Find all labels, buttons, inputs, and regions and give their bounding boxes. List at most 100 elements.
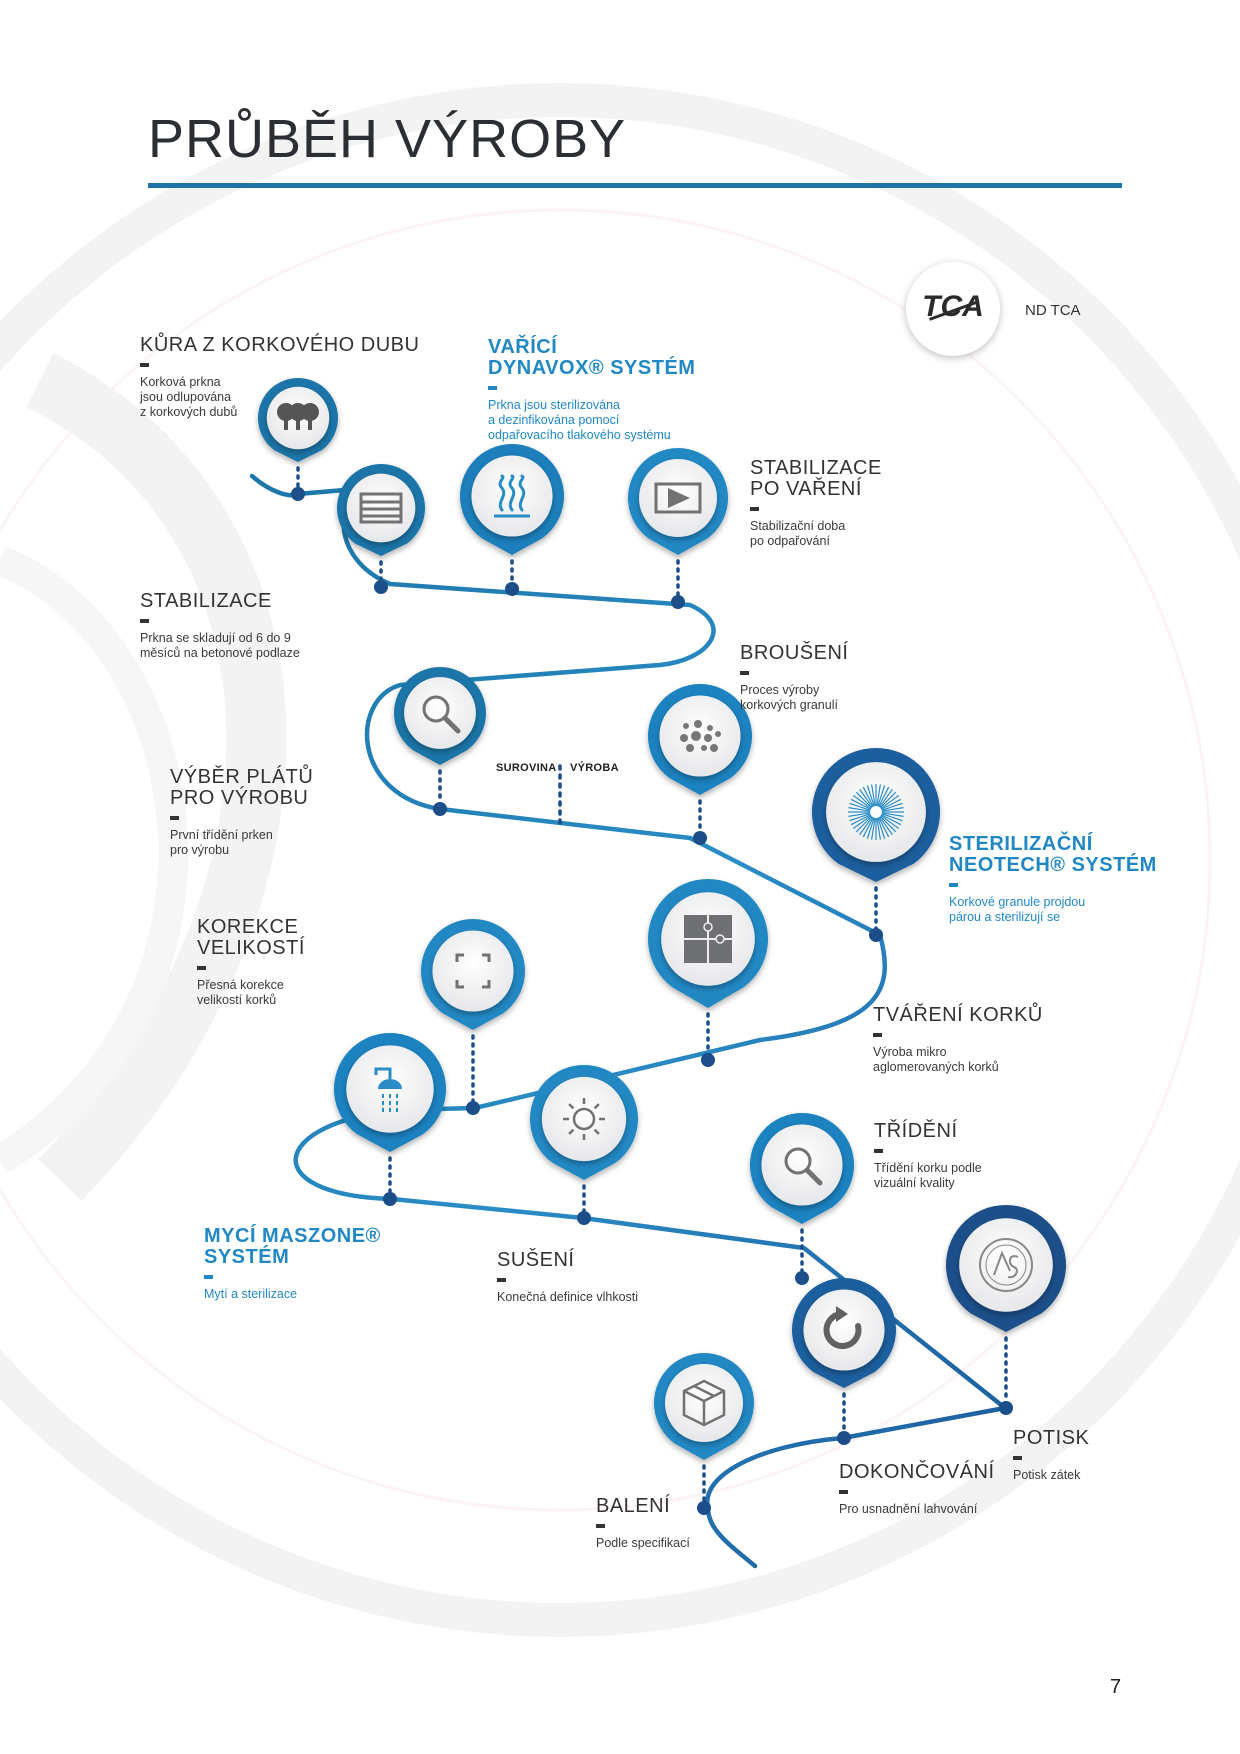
step-desc: Potisk zátek: [1013, 1468, 1081, 1482]
page-number: 7: [1110, 1676, 1122, 1698]
trees-icon: [277, 403, 319, 430]
pin-face: [803, 1289, 885, 1371]
path-node: [383, 1192, 397, 1206]
process-pin: [460, 444, 564, 596]
process-pin: [812, 748, 940, 942]
process-path: [249, 473, 1011, 1569]
step-desc: Prkna jsou sterilizována a dezinfikována…: [488, 398, 671, 442]
step-vyber-platu: VÝBĚR PLÁTŮ PRO VÝROBU První třídění prk…: [170, 767, 313, 858]
step-title: BALENÍ: [596, 1495, 671, 1517]
step-dash: [497, 1278, 506, 1282]
magnifier-icon: [784, 1147, 823, 1186]
step-title: STABILIZACE: [140, 590, 272, 612]
step-dynavox: VAŘÍCÍ DYNAVOX® SYSTÉM Prkna jsou steril…: [488, 337, 695, 443]
path-node: [671, 595, 685, 609]
step-trideni: TŘÍDĚNÍ Třídění korku podle vizuální kva…: [874, 1121, 982, 1191]
path-node: [291, 487, 305, 501]
path-node: [374, 580, 388, 594]
puzzle-icon: [684, 915, 732, 963]
step-title: SUŠENÍ: [497, 1249, 575, 1271]
step-desc: První třídění prken pro výrobu: [170, 828, 273, 857]
pin-face: [404, 677, 476, 749]
pin-face: [432, 930, 514, 1012]
step-dash: [170, 816, 179, 820]
process-pin: [946, 1205, 1066, 1415]
step-title: KŮRA Z KORKOVÉHO DUBU: [140, 334, 420, 356]
steam-icon: [494, 474, 530, 518]
refresh-icon: [823, 1306, 862, 1349]
step-title: POTISK: [1013, 1427, 1090, 1449]
step-dash: [1013, 1456, 1022, 1460]
step-dash: [596, 1524, 605, 1528]
step-potisk: POTISK Potisk zátek: [1013, 1428, 1089, 1483]
tca-label: ND TCA: [1025, 302, 1081, 319]
step-dokoncovani: DOKONČOVÁNÍ Pro usnadnění lahvování: [839, 1462, 995, 1517]
divider-right-label: VÝROBA: [570, 762, 619, 774]
process-pin: [792, 1277, 896, 1445]
step-tvareni: TVÁŘENÍ KORKŮ Výroba mikro aglomerovanýc…: [873, 1005, 1043, 1075]
path-node: [869, 928, 883, 942]
divider-left-label: SUROVINA: [496, 762, 557, 774]
step-dash: [140, 363, 149, 367]
path-node: [697, 1501, 711, 1515]
step-kura: KŮRA Z KORKOVÉHO DUBU Korková prkna jsou…: [140, 335, 419, 420]
resize-icon: [455, 953, 491, 989]
step-desc: Konečná definice vlhkosti: [497, 1290, 639, 1304]
process-pin: [394, 667, 486, 816]
process-pin: [653, 1352, 754, 1515]
step-desc: Třídění korku podle vizuální kvality: [874, 1161, 982, 1190]
page-title: PRŮBĚH VÝROBY: [148, 109, 627, 169]
step-desc: Mytí a sterilizace: [204, 1287, 298, 1301]
step-suseni: SUŠENÍ Konečná definice vlhkosti: [497, 1250, 638, 1305]
step-stabilizace-po-vareni: STABILIZACE PO VAŘENÍ Stabilizační doba …: [750, 458, 882, 549]
step-desc: Korková prkna jsou odlupována z korkovýc…: [140, 375, 238, 419]
step-title: STABILIZACE PO VAŘENÍ: [750, 457, 882, 500]
stack-icon: [654, 482, 702, 514]
step-dash: [873, 1033, 882, 1037]
shower-icon: [374, 1067, 402, 1112]
sun-icon: [563, 1098, 605, 1140]
step-title: BROUŠENÍ: [740, 642, 849, 664]
process-pin: [258, 378, 338, 501]
path-node: [505, 582, 519, 596]
step-desc: Korkové granule projdou párou a steriliz…: [949, 895, 1086, 924]
step-dash: [197, 966, 206, 970]
process-pin: [421, 919, 525, 1115]
pallet-icon: [359, 492, 403, 524]
path-node: [701, 1053, 715, 1067]
step-title: KOREKCE VELIKOSTÍ: [197, 916, 305, 959]
step-dash: [140, 619, 149, 623]
step-desc: Výroba mikro aglomerovaných korků: [873, 1045, 999, 1074]
stamp-icon: [979, 1238, 1033, 1292]
step-dash: [874, 1149, 883, 1153]
pin-face: [761, 1124, 843, 1206]
pin-face: [826, 762, 926, 862]
step-desc: Pro usnadnění lahvování: [839, 1502, 978, 1516]
process-pin: [750, 1113, 855, 1285]
process-pin: [337, 464, 426, 594]
path-node: [577, 1211, 591, 1225]
process-pin: [628, 448, 728, 609]
process-pin: [648, 879, 769, 1067]
path-node: [693, 831, 707, 845]
step-dash: [740, 671, 749, 675]
step-desc: Stabilizační doba po odpařování: [750, 519, 846, 548]
path-node: [999, 1401, 1013, 1415]
pin-face: [541, 1076, 627, 1162]
step-baleni: BALENÍ Podle specifikací: [596, 1496, 690, 1551]
magnifier-icon: [422, 695, 461, 734]
step-brouseni: BROUŠENÍ Proces výroby korkových granulí: [740, 643, 848, 713]
step-title: TVÁŘENÍ KORKŮ: [873, 1004, 1043, 1026]
step-title: STERILIZAČNÍ NEOTECH® SYSTÉM: [949, 833, 1157, 876]
tca-badge: TCA: [906, 262, 1000, 356]
step-dash: [488, 386, 497, 390]
step-title: DOKONČOVÁNÍ: [839, 1461, 995, 1483]
step-title: VÝBĚR PLÁTŮ PRO VÝROBU: [170, 766, 314, 809]
step-title: MYCÍ MASZONE® SYSTÉM: [204, 1225, 381, 1268]
path-node: [837, 1431, 851, 1445]
step-title: TŘÍDĚNÍ: [874, 1120, 958, 1142]
title-underline: [148, 183, 1122, 188]
box-icon: [682, 1379, 726, 1427]
